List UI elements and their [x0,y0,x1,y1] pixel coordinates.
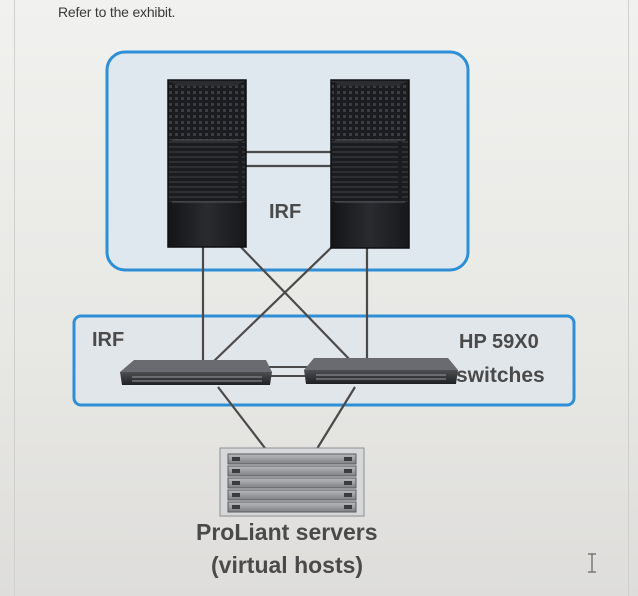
access-switch-right [304,358,458,384]
server-unit [227,477,357,489]
server-unit [227,489,357,501]
switches-label: switches [456,364,545,387]
core-irf-label: IRF [269,201,302,223]
frame-divider-left [14,0,15,596]
servers-subtitle: (virtual hosts) [211,552,364,578]
core-chassis-right [330,79,410,249]
link-right-chassis-left-switch [212,243,336,363]
uplink-lines [201,243,369,368]
core-irf-links [246,150,331,168]
server-downlinks [217,386,356,453]
server-unit [227,501,357,513]
server-rack [219,447,365,517]
servers-title: ProLiant servers [196,519,378,545]
core-irf-group [105,50,470,272]
switch-model-label: HP 59X0 [459,331,539,353]
link-left-chassis-right-switch [237,243,353,363]
server-unit [227,465,357,477]
core-chassis-left [167,79,247,248]
link-right-switch-servers [314,386,356,453]
link-left-switch-servers [217,386,269,453]
server-unit [227,453,357,465]
access-switch-left [120,360,272,385]
exhibit-instruction: Refer to the exhibit. [58,4,176,20]
access-irf-links [266,366,310,377]
text-cursor-icon [588,553,596,573]
frame-divider-right [628,0,629,596]
access-irf-label: IRF [92,329,125,351]
